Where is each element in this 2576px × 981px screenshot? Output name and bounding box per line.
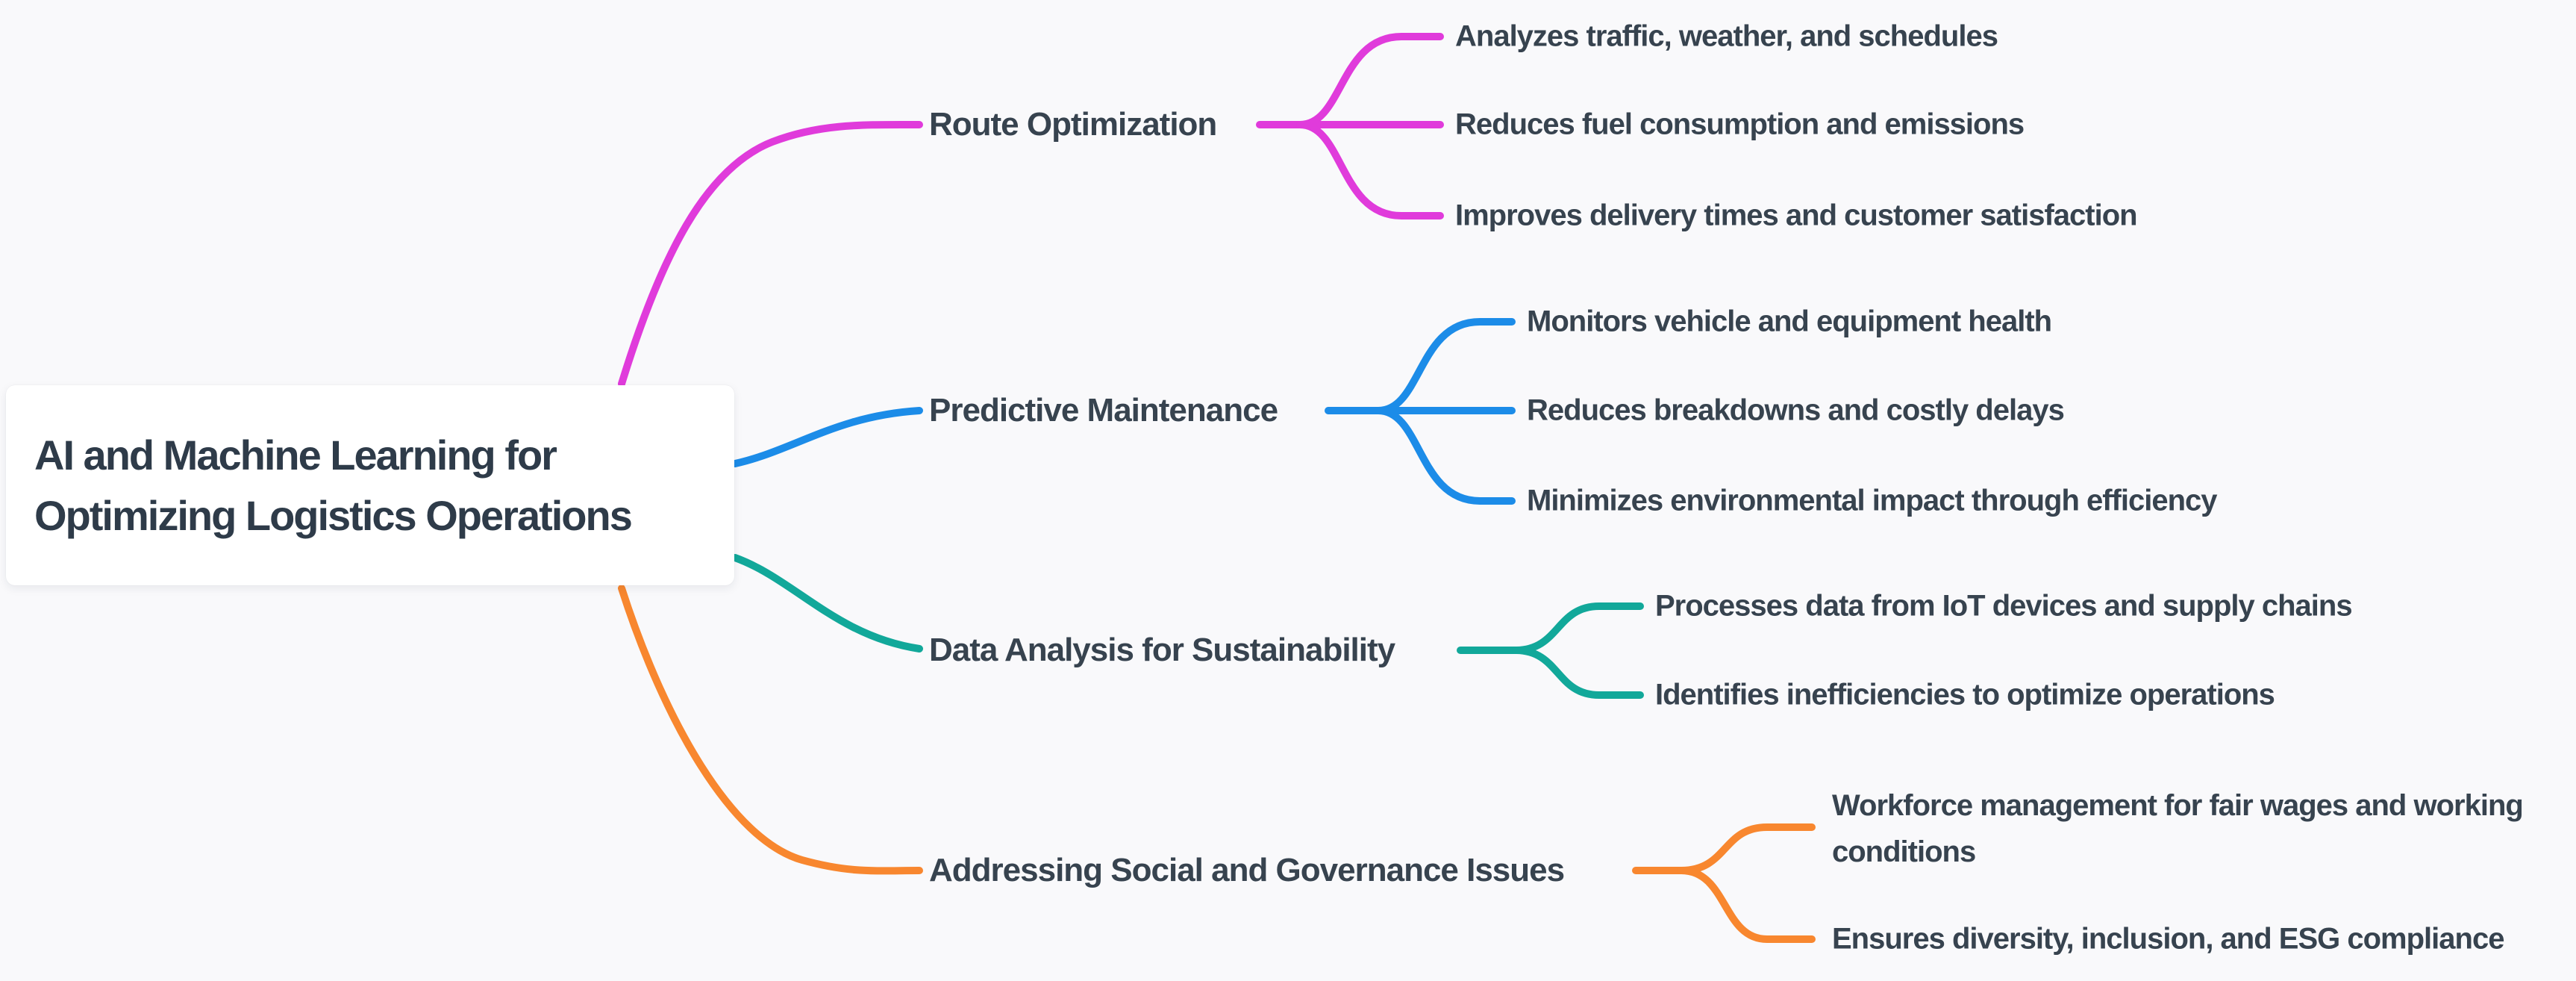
edge-root-maintenance xyxy=(731,407,923,467)
edge-social-up xyxy=(1678,823,1816,874)
edge-root-social xyxy=(618,585,923,875)
leaf-label: Minimizes environmental impact through e… xyxy=(1527,484,2218,517)
branch-label-data-analysis: Data Analysis for Sustainability xyxy=(929,632,1395,668)
edge-maintenance-down xyxy=(1375,407,1516,505)
leaf-label: Reduces breakdowns and costly delays xyxy=(1527,393,2065,427)
edge-data-down xyxy=(1512,647,1644,699)
leaf-label: Reduces fuel consumption and emissions xyxy=(1455,108,2025,141)
branch-label-predictive-maintenance: Predictive Maintenance xyxy=(929,392,1278,429)
leaf-label: Analyzes traffic, weather, and schedules xyxy=(1455,19,1998,53)
leaf-label: Processes data from IoT devices and supp… xyxy=(1655,589,2353,623)
root-label: AI and Machine Learning for Optimizing L… xyxy=(34,431,633,539)
edge-route-up xyxy=(1296,33,1444,128)
branch-label-route-optimization: Route Optimization xyxy=(929,106,1217,143)
edge-maintenance-up xyxy=(1375,318,1516,414)
edge-data-up xyxy=(1512,602,1644,654)
leaf-label: Identifies inefficiencies to optimize op… xyxy=(1655,678,2275,711)
leaf-label: Improves delivery times and customer sat… xyxy=(1455,199,2138,232)
branch-label-social-governance: Addressing Social and Governance Issues xyxy=(929,852,1565,888)
root-node: AI and Machine Learning for Optimizing L… xyxy=(6,385,734,585)
edge-root-route xyxy=(618,120,923,387)
leaf-label: Ensures diversity, inclusion, and ESG co… xyxy=(1832,922,2504,956)
leaf-label: Workforce management for fair wages and … xyxy=(1832,789,2524,868)
leaf-label: Monitors vehicle and equipment health xyxy=(1527,305,2052,338)
edge-social-down xyxy=(1678,867,1816,943)
edge-root-data xyxy=(731,554,923,653)
edge-route-down xyxy=(1296,121,1444,219)
